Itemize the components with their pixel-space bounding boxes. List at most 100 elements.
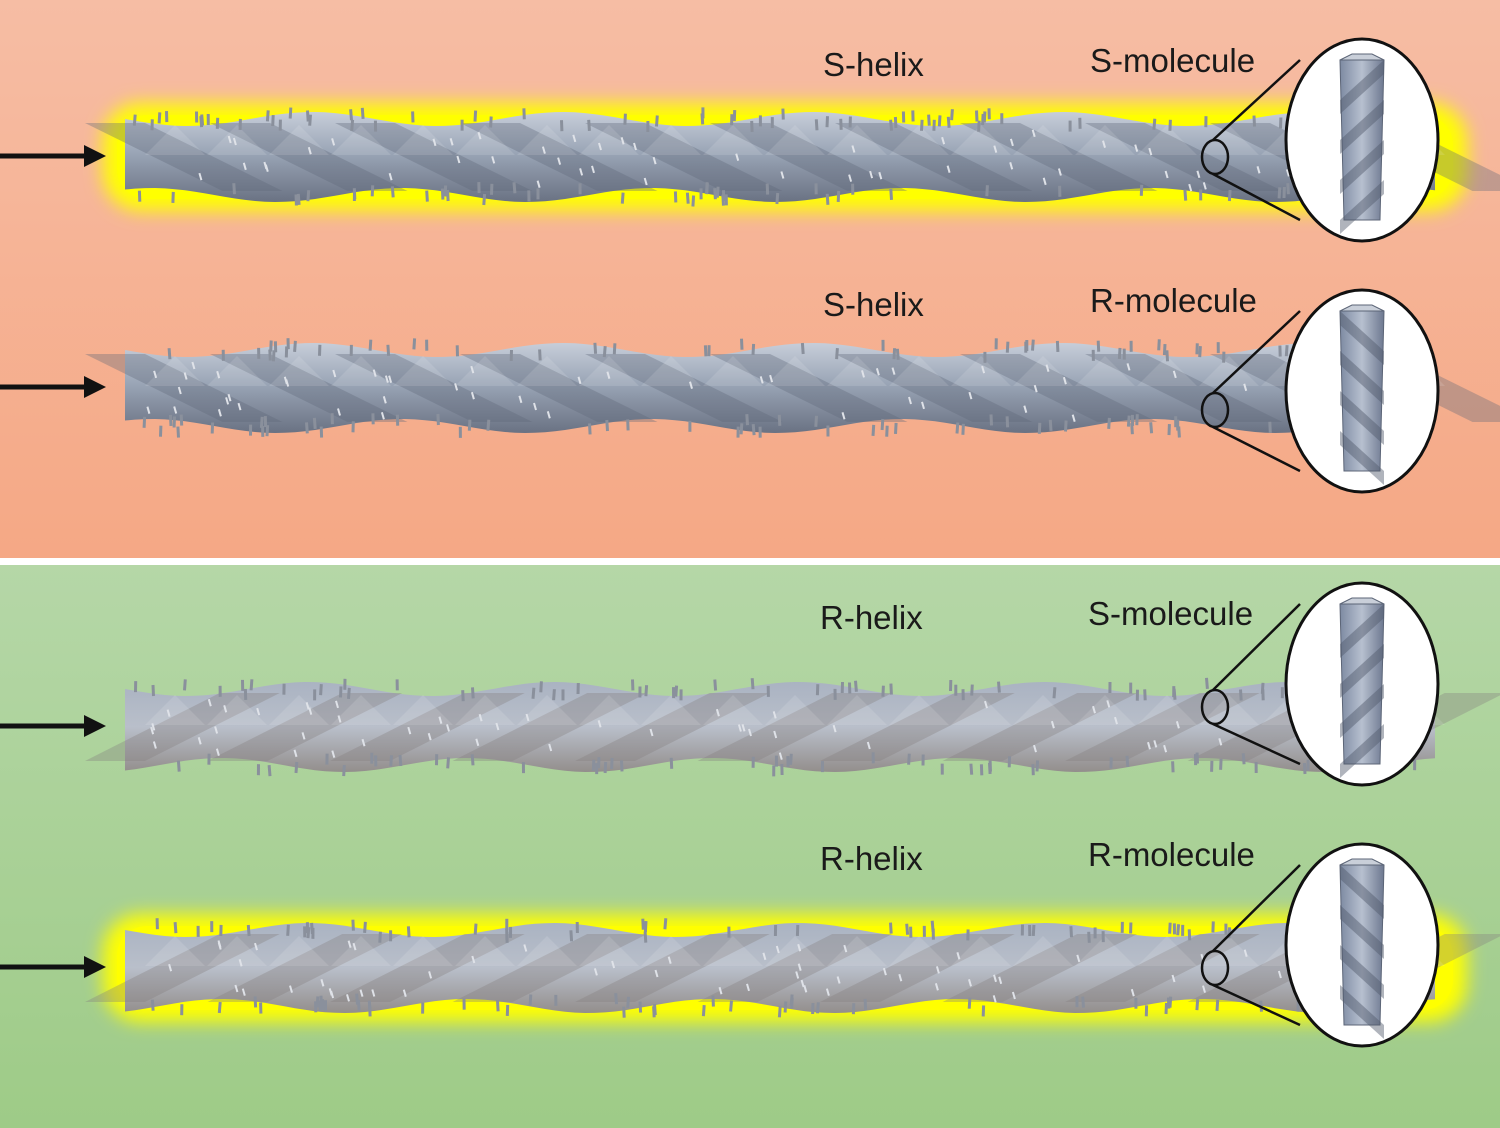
surface-chain <box>1062 376 1067 385</box>
surface-chain <box>652 156 657 165</box>
helix-facet <box>455 356 515 386</box>
surface-chain <box>301 732 306 740</box>
side-chain <box>893 116 898 129</box>
side-chain <box>751 423 756 436</box>
side-chain <box>777 414 782 426</box>
surface-chain <box>769 374 774 383</box>
surface-chain <box>606 371 611 379</box>
side-chain <box>539 681 543 693</box>
side-chain <box>816 1002 820 1014</box>
helix-strand-band <box>820 934 1015 1002</box>
helix-facet <box>827 125 887 155</box>
helix-facet <box>269 695 329 725</box>
surface-chain <box>214 726 219 734</box>
helix-facet <box>207 695 267 725</box>
surface-chain <box>337 715 342 723</box>
helix-facet <box>641 695 701 725</box>
helix-facet <box>579 936 639 966</box>
molecule-label-4: R-molecule <box>1088 836 1255 873</box>
surface-chain <box>217 409 222 417</box>
surface-chain <box>546 411 551 419</box>
side-chain <box>176 760 181 772</box>
side-chain <box>1052 687 1057 699</box>
twisted-molecule-icon <box>1339 53 1385 234</box>
side-chain <box>552 689 556 701</box>
side-chain <box>1152 118 1157 130</box>
side-chain <box>538 349 542 361</box>
helix-strand-band <box>85 693 280 761</box>
surface-chain <box>1153 740 1158 748</box>
helix-strand-band <box>835 354 1033 422</box>
surface-chain <box>548 743 553 752</box>
side-chain <box>306 190 311 202</box>
surface-chain <box>533 402 537 411</box>
surface-chain <box>217 940 222 948</box>
surface-chain <box>427 732 432 741</box>
helix-strand-band <box>575 934 770 1002</box>
surface-chain <box>254 942 258 951</box>
surface-chain <box>597 720 602 728</box>
helix-facet <box>703 695 763 725</box>
surface-chain <box>238 959 243 967</box>
surface-chain <box>1134 144 1139 152</box>
surface-chain <box>577 376 582 385</box>
helix-facet <box>145 936 205 966</box>
surface-chain <box>993 974 997 983</box>
surface-chain <box>1009 138 1014 147</box>
surface-chain <box>667 956 672 964</box>
side-chain <box>339 686 343 698</box>
side-chain <box>217 1001 222 1014</box>
side-chain <box>1187 929 1192 941</box>
helix-facet <box>455 695 515 725</box>
helix-facet <box>269 125 329 155</box>
side-chain <box>531 687 536 699</box>
side-chain <box>643 921 648 933</box>
helix-strand-band <box>710 354 908 422</box>
helix-strand-band <box>460 354 658 422</box>
side-chain <box>745 414 749 426</box>
surface-chain <box>1042 177 1047 186</box>
side-chain <box>889 922 893 934</box>
helix-facet <box>1137 356 1197 386</box>
surface-chain <box>654 969 659 978</box>
helix-strand-band <box>942 934 1138 1002</box>
side-chain <box>1005 416 1010 428</box>
side-chain <box>691 195 696 207</box>
helix-strand-band <box>210 123 408 191</box>
side-chain <box>1277 187 1282 199</box>
surface-chain <box>470 391 475 400</box>
helix-strand-band <box>960 123 1158 191</box>
side-chain <box>880 418 885 431</box>
surface-chain <box>471 955 476 964</box>
side-chain <box>1176 924 1181 936</box>
surface-chain <box>1256 166 1261 174</box>
helix-facet <box>889 125 949 155</box>
surface-chain <box>223 705 228 713</box>
helix-strand-band <box>460 123 658 191</box>
surface-chain <box>1175 721 1180 729</box>
surface-chain <box>878 171 883 180</box>
surface-chain <box>935 966 940 974</box>
side-chain <box>1149 422 1154 434</box>
surface-chain <box>168 963 173 972</box>
surface-chain <box>225 397 230 405</box>
side-chain <box>881 685 885 697</box>
side-chain <box>305 422 309 434</box>
helix-strand-band <box>452 693 648 761</box>
surface-chain <box>1285 169 1290 177</box>
helix-facet <box>1075 936 1135 966</box>
surface-chain <box>166 709 171 717</box>
side-chain <box>1037 422 1042 434</box>
side-chain <box>349 109 353 121</box>
molecule-label-3: S-molecule <box>1088 595 1254 632</box>
surface-chain <box>1243 949 1248 957</box>
helix-facet <box>703 936 763 966</box>
surface-chain <box>237 402 242 411</box>
surface-chain <box>382 396 387 404</box>
helix-strand-band <box>335 354 533 422</box>
surface-chain <box>432 138 437 147</box>
side-chain <box>620 192 625 204</box>
side-chain <box>907 753 911 765</box>
surface-chain <box>718 986 723 995</box>
side-chain <box>470 754 475 766</box>
